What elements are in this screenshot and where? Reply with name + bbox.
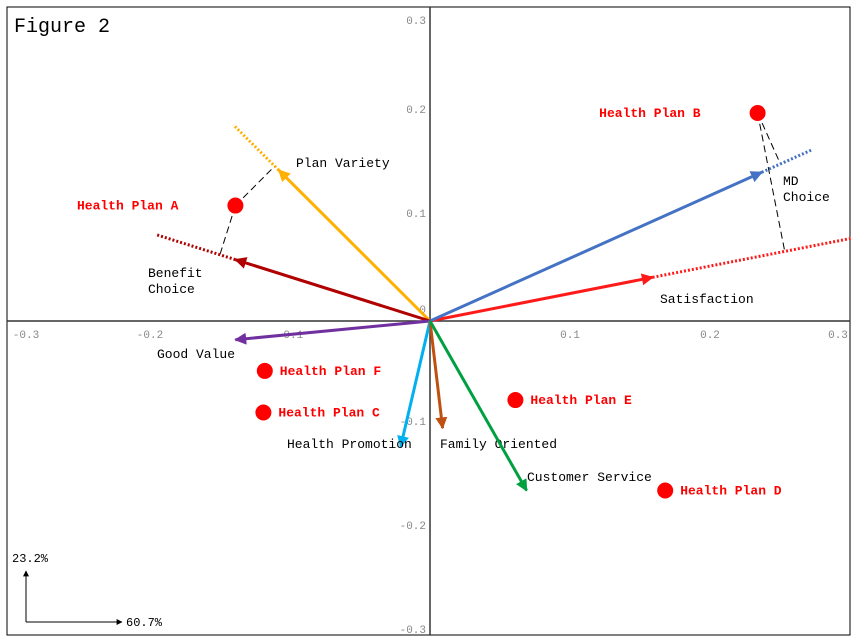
- projection-line: [235, 165, 276, 206]
- vector-label: Good Value: [157, 347, 235, 362]
- vector-arrow: [429, 273, 654, 323]
- point-marker: [749, 105, 766, 121]
- x-tick-label: 0.3: [828, 330, 848, 342]
- vector-family-oriented: Family Oriented: [428, 320, 557, 452]
- vector-label: Benefit: [148, 266, 203, 281]
- y-tick-label: -0.3: [400, 625, 426, 637]
- point-marker: [507, 392, 524, 409]
- y-tick-label: 0: [419, 305, 426, 317]
- vector-good-value: Good Value: [157, 319, 431, 362]
- x-tick-label: 0.2: [700, 330, 720, 342]
- vector-label: Choice: [783, 190, 830, 205]
- x-tick-label: 0.1: [560, 330, 580, 342]
- point-health-plan-d: Health Plan D: [657, 482, 782, 499]
- y-tick-label: -0.1: [400, 417, 427, 429]
- y-variance-label: 23.2%: [12, 552, 49, 566]
- point-marker: [227, 197, 244, 214]
- vector-extension: [232, 123, 280, 172]
- vector-health-promotion: Health Promotion: [287, 320, 432, 452]
- vector-arrow: [234, 319, 431, 345]
- vector-label: Satisfaction: [660, 292, 754, 307]
- point-label: Health Plan E: [530, 393, 632, 408]
- point-label: Health Plan F: [280, 364, 382, 379]
- point-health-plan-f: Health Plan F: [256, 362, 382, 379]
- point-label: Health Plan B: [599, 106, 701, 121]
- vector-extension: [652, 236, 852, 279]
- point-marker: [657, 482, 674, 499]
- x-tick-label: -0.2: [137, 330, 163, 342]
- point-marker: [256, 362, 273, 379]
- vector-extension: [761, 148, 813, 174]
- vector-label: Plan Variety: [296, 156, 390, 171]
- vector-customer-service: Customer Service: [428, 320, 652, 492]
- vector-label: Customer Service: [527, 470, 652, 485]
- x-variance-label: 60.7%: [126, 616, 163, 630]
- vector-arrow: [429, 170, 763, 323]
- x-tick-label: -0.3: [13, 330, 39, 342]
- vector-arrow: [428, 320, 448, 430]
- point-label: Health Plan A: [77, 199, 179, 214]
- variance-indicator: 23.2% 60.7%: [12, 552, 163, 630]
- vector-arrow: [234, 257, 431, 323]
- figure-title: Figure 2: [14, 16, 110, 39]
- point-marker: [255, 404, 272, 421]
- vector-arrow: [428, 320, 528, 492]
- vector-label: Health Promotion: [287, 437, 412, 452]
- point-health-plan-e: Health Plan E: [507, 392, 632, 409]
- y-tick-label: 0.3: [406, 16, 426, 28]
- projection-line: [757, 112, 786, 252]
- vector-label: MD: [783, 174, 799, 189]
- point-label: Health Plan D: [680, 484, 782, 499]
- point-health-plan-b: Health Plan B: [599, 105, 766, 121]
- y-tick-label: -0.2: [400, 521, 426, 533]
- vector-satisfaction: Satisfaction: [429, 236, 852, 323]
- vector-arrow: [397, 320, 432, 449]
- vector-plan-variety: Plan Variety: [232, 123, 432, 323]
- vector-extension: [155, 233, 236, 262]
- point-health-plan-a: Health Plan A: [77, 197, 244, 214]
- y-tick-label: 0.1: [406, 209, 426, 221]
- vector-label: Family Oriented: [440, 437, 557, 452]
- projection-line: [757, 112, 781, 165]
- vector-label: Choice: [148, 282, 195, 297]
- vector-arrow: [277, 169, 432, 323]
- point-label: Health Plan C: [278, 406, 380, 421]
- y-tick-label: 0.2: [406, 105, 426, 117]
- point-health-plan-c: Health Plan C: [255, 404, 380, 421]
- projection-line: [219, 205, 236, 255]
